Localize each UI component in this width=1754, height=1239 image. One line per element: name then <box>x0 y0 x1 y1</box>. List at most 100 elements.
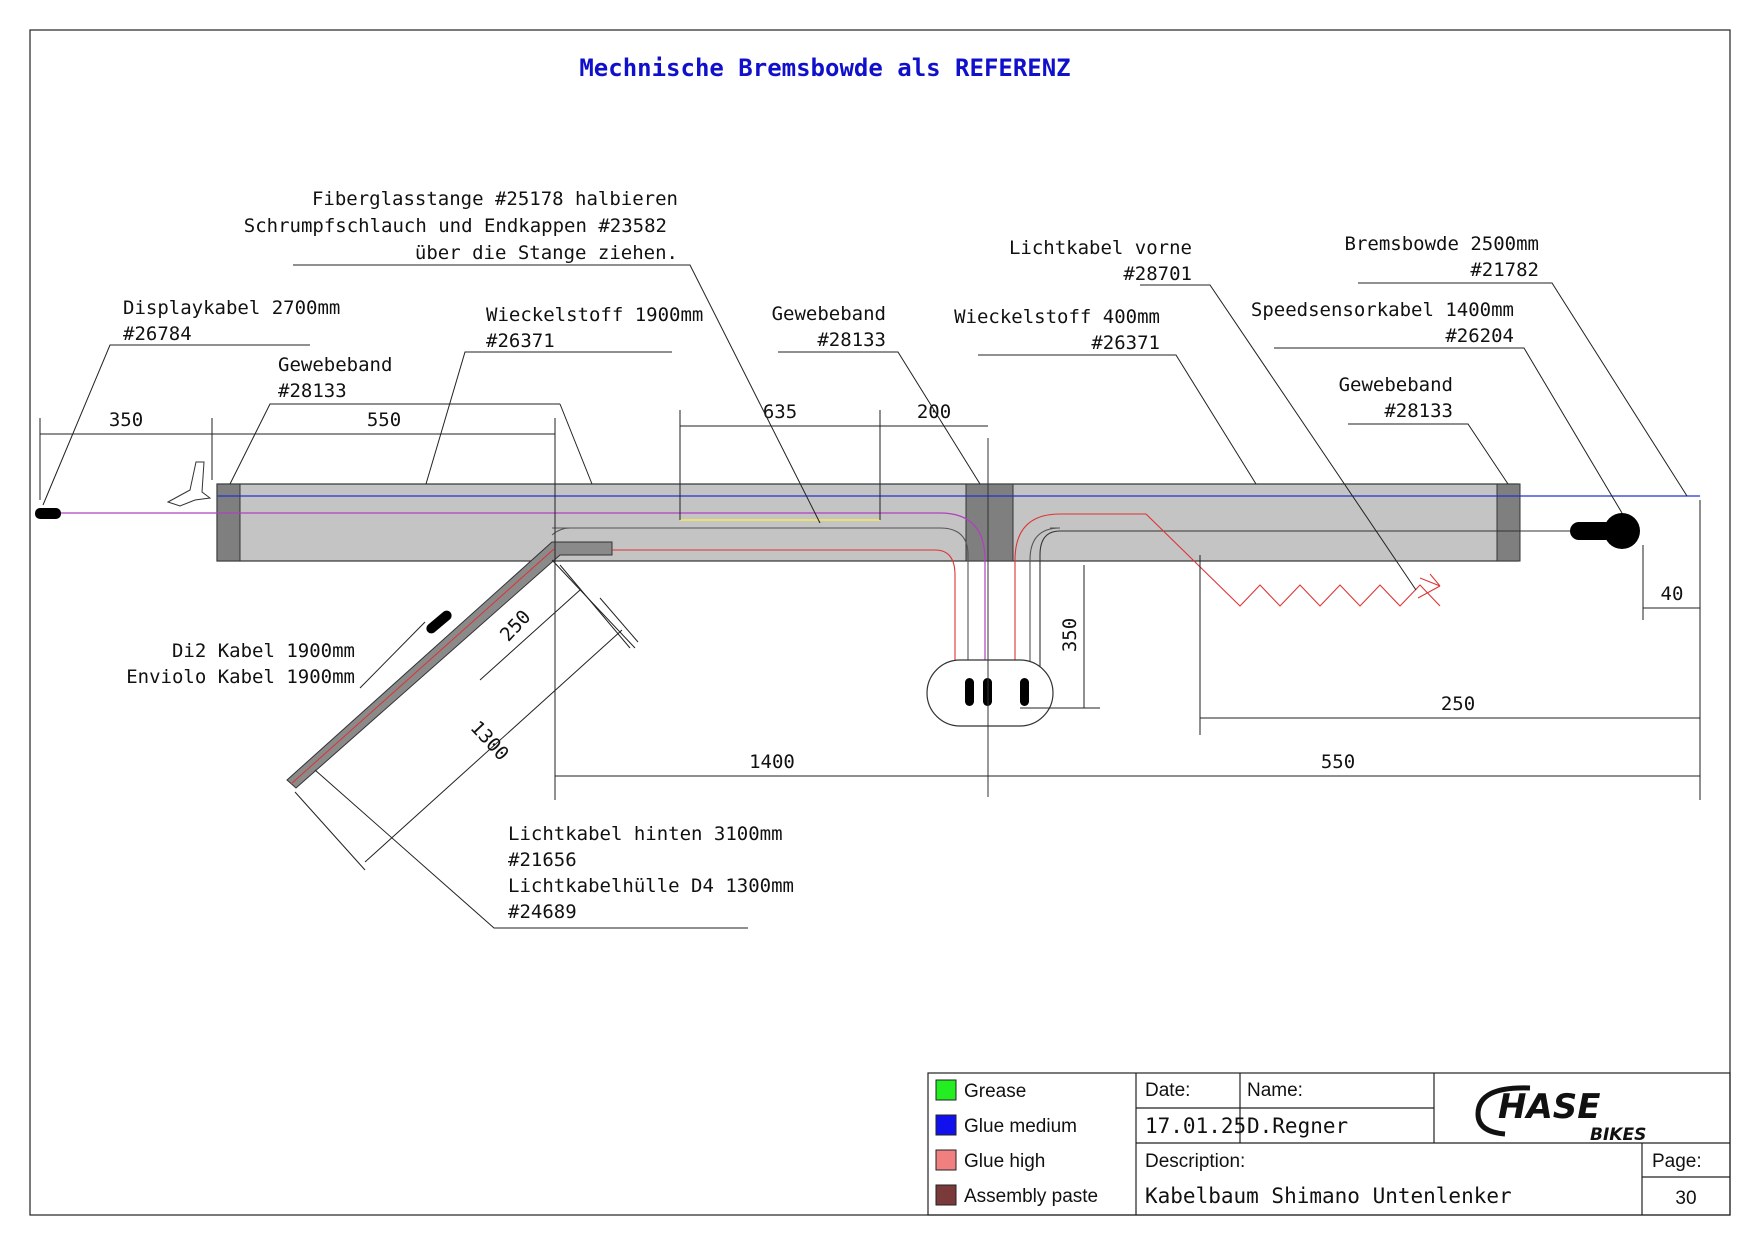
dim-350-left: 350 <box>109 409 143 431</box>
svg-text:#28133: #28133 <box>817 329 886 351</box>
date-label: Date: <box>1145 1080 1190 1101</box>
leader-displaykabel <box>42 344 310 506</box>
description-label: Description: <box>1145 1151 1245 1172</box>
leader-di2 <box>359 621 426 689</box>
dim-1400: 1400 <box>749 751 795 773</box>
leader-gewebeband-right <box>1348 423 1509 485</box>
annotation-wickelstoff-1900: Wieckelstoff 1900mm #26371 <box>486 304 703 352</box>
legend-swatch-assembly-paste <box>935 1184 957 1206</box>
cable-route-lower <box>551 527 571 536</box>
svg-text:#28133: #28133 <box>1384 400 1453 422</box>
svg-text:Lichtkabel vorne: Lichtkabel vorne <box>1009 237 1192 259</box>
date-value: 17.01.25 <box>1145 1114 1246 1138</box>
annotation-gewebeband-right: Gewebeband #28133 <box>1339 374 1453 422</box>
annotation-di2: Di2 Kabel 1900mm Enviolo Kabel 1900mm <box>126 640 355 688</box>
svg-text:Lichtkabel hinten 3100mm: Lichtkabel hinten 3100mm <box>508 823 783 845</box>
svg-text:Fiberglasstange #25178 halbier: Fiberglasstange #25178 halbieren <box>312 188 678 210</box>
di2-connector <box>426 610 452 634</box>
light-cable-front-zigzag <box>1145 513 1441 607</box>
legend-label-grease: Grease <box>964 1081 1026 1102</box>
leader-wickelstoff-400 <box>978 354 1257 485</box>
connector-plug-1 <box>965 678 974 706</box>
legend-label-assembly-paste: Assembly paste <box>964 1186 1098 1207</box>
svg-text:Speedsensorkabel 1400mm: Speedsensorkabel 1400mm <box>1251 299 1514 321</box>
display-cable <box>45 512 986 690</box>
gewebeband-right-band <box>1496 483 1521 562</box>
svg-text:Bremsbowde 2500mm: Bremsbowde 2500mm <box>1345 233 1539 255</box>
svg-text:Schrumpfschlauch und Endkappen: Schrumpfschlauch und Endkappen #23582 <box>244 215 667 237</box>
svg-text:Enviolo Kabel 1900mm: Enviolo Kabel 1900mm <box>126 666 355 688</box>
annotation-gewebeband-left: Gewebeband #28133 <box>278 354 392 402</box>
light-cable-left <box>612 549 956 690</box>
dim-635: 635 <box>763 401 797 423</box>
hase-bikes-logo: HASE BIKES <box>1475 1085 1646 1145</box>
dim-250-right: 250 <box>1441 693 1475 715</box>
name-value: D.Regner <box>1247 1114 1348 1138</box>
dim-1300: 1300 <box>466 717 513 765</box>
leader-lichtkabel-hinten <box>314 769 748 929</box>
gewebeband-center-band <box>965 483 1014 562</box>
gewebeband-left-band <box>216 483 241 562</box>
speed-sensor-head <box>1604 513 1640 549</box>
logo-swoosh <box>1475 1085 1531 1137</box>
description-value: Kabelbaum Shimano Untenlenker <box>1145 1184 1512 1208</box>
light-cable-front-end <box>1417 573 1441 599</box>
svg-text:#26371: #26371 <box>1091 332 1160 354</box>
svg-text:Di2 Kabel 1900mm: Di2 Kabel 1900mm <box>172 640 355 662</box>
annotation-displaykabel: Displaykabel 2700mm #26784 <box>123 297 340 345</box>
dim-350-vert: 350 <box>1059 618 1081 652</box>
annotation-wickelstoff-400: Wieckelstoff 400mm #26371 <box>954 306 1160 354</box>
cable-route-upper <box>552 527 969 690</box>
svg-text:Wieckelstoff 1900mm: Wieckelstoff 1900mm <box>486 304 703 326</box>
sheet-frame <box>29 29 1731 1216</box>
leader-gewebeband-mid <box>778 351 981 485</box>
leader-lichtkabel-vorne <box>1140 284 1417 591</box>
svg-text:#28701: #28701 <box>1123 263 1192 285</box>
svg-text:Wieckelstoff 400mm: Wieckelstoff 400mm <box>954 306 1160 328</box>
annotation-gewebeband-mid: Gewebeband #28133 <box>772 303 886 351</box>
drawing-title: Mechnische Bremsbowde als REFERENZ <box>579 54 1070 82</box>
svg-text:#26371: #26371 <box>486 330 555 352</box>
svg-text:Gewebeband: Gewebeband <box>772 303 886 325</box>
page-number: 30 <box>1675 1188 1696 1209</box>
svg-text:#21782: #21782 <box>1470 259 1539 281</box>
svg-text:Displaykabel 2700mm: Displaykabel 2700mm <box>123 297 340 319</box>
annotation-bremsbowde: Bremsbowde 2500mm #21782 <box>1345 233 1539 281</box>
cable-route-right-1 <box>1029 527 1061 690</box>
speed-cable-route <box>1039 530 1580 690</box>
leader-fiberglass <box>293 264 821 524</box>
annotation-lichtkabel-vorne: Lichtkabel vorne #28701 <box>1009 237 1192 285</box>
annotation-fiberglass: Fiberglasstange #25178 halbieren Schrump… <box>244 188 678 264</box>
leader-gewebeband-left <box>229 403 560 485</box>
connector-plug-3 <box>1020 678 1029 706</box>
legend-swatch-grease <box>935 1079 957 1101</box>
svg-text:Gewebeband: Gewebeband <box>1339 374 1453 396</box>
diagonal-tube <box>286 541 613 789</box>
svg-text:#28133: #28133 <box>278 380 347 402</box>
leader-wickelstoff-1900 <box>425 351 672 485</box>
handlebar-tube <box>216 483 1519 562</box>
legend-label-glue-high: Glue high <box>964 1151 1045 1172</box>
name-label: Name: <box>1247 1080 1303 1101</box>
leader-speedsensor <box>1274 347 1623 514</box>
svg-text:Gewebeband: Gewebeband <box>278 354 392 376</box>
svg-text:Lichtkabelhülle D4 1300mm: Lichtkabelhülle D4 1300mm <box>508 875 794 897</box>
leader-gewebeband-left-2 <box>559 403 593 485</box>
page-label: Page: <box>1652 1151 1702 1172</box>
leader-bremsbowde <box>1358 282 1688 497</box>
light-cable-front <box>1014 513 1146 690</box>
legend: Grease Glue medium Glue high Assembly pa… <box>935 1079 1098 1207</box>
legend-swatch-glue-medium <box>935 1114 957 1136</box>
speed-sensor-connector <box>1570 522 1614 540</box>
svg-text:#24689: #24689 <box>508 901 577 923</box>
diagonal-light-cable <box>290 548 555 785</box>
legend-label-glue-medium: Glue medium <box>964 1116 1077 1137</box>
svg-text:#26204: #26204 <box>1445 325 1514 347</box>
title-block <box>927 1072 1731 1216</box>
annotation-lichtkabel-hinten: Lichtkabel hinten 3100mm #21656 Lichtkab… <box>508 823 794 923</box>
dim-550-bottom: 550 <box>1321 751 1355 773</box>
logo-sub: BIKES <box>1590 1125 1646 1145</box>
dim-200: 200 <box>917 401 951 423</box>
logo-main: HASE <box>1498 1087 1600 1127</box>
